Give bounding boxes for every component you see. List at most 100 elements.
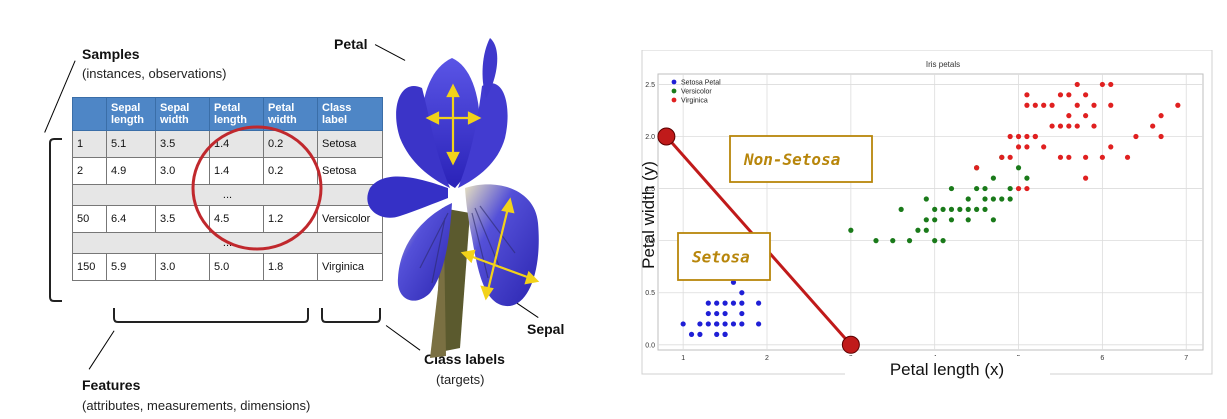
table-cell: 1.4 <box>209 157 264 185</box>
data-point <box>1150 123 1156 129</box>
table-row: 1 5.1 3.5 1.4 0.2 Setosa <box>72 130 383 158</box>
data-point <box>722 300 728 306</box>
data-point <box>1099 81 1105 88</box>
data-point <box>990 175 996 181</box>
data-point <box>1007 133 1013 140</box>
data-point <box>932 206 938 212</box>
data-point <box>1024 102 1030 108</box>
table-header-row: Sepal length Sepal width Petal length Pe… <box>72 97 383 131</box>
class-labels-subtitle: (targets) <box>436 372 485 387</box>
data-point <box>1108 81 1114 88</box>
data-point <box>1007 185 1013 192</box>
data-point <box>1049 123 1055 129</box>
data-point <box>965 217 971 223</box>
table-cell: 1 <box>72 130 107 158</box>
table-header-cell: Sepal length <box>106 97 156 131</box>
data-point <box>1158 113 1164 119</box>
data-point <box>1024 185 1030 192</box>
data-point <box>915 227 921 233</box>
data-point <box>873 238 879 244</box>
data-point <box>714 310 720 317</box>
data-point <box>1083 92 1089 98</box>
y-tick-label: 2.0 <box>645 134 655 141</box>
data-point <box>739 300 745 306</box>
x-tick-label: 2 <box>765 355 769 362</box>
data-point <box>932 217 938 223</box>
data-point <box>957 206 963 212</box>
region-label: Non-Setosa <box>743 150 840 169</box>
region-label-box <box>729 135 873 183</box>
y-axis-title: Petal width (y) <box>639 161 658 269</box>
plot-frame <box>657 73 1204 351</box>
samples-bracket <box>49 138 62 302</box>
data-point <box>1124 154 1131 160</box>
data-point <box>730 279 737 285</box>
data-point <box>1049 102 1055 108</box>
data-point <box>923 217 929 223</box>
data-point <box>932 238 938 244</box>
data-point <box>739 310 745 317</box>
data-point <box>1108 144 1114 150</box>
data-point <box>1041 144 1047 150</box>
data-point <box>1133 133 1139 140</box>
data-point <box>756 300 762 306</box>
boundary-endpoint <box>841 335 860 354</box>
table-cell: 5.0 <box>209 253 264 281</box>
legend-marker <box>671 79 677 85</box>
data-point <box>1057 123 1064 129</box>
data-point <box>722 331 728 337</box>
y-tick-label: 0.5 <box>645 290 655 297</box>
data-point <box>705 300 711 306</box>
table-cell: 1.4 <box>209 130 264 158</box>
table-cell: 3.0 <box>155 253 210 281</box>
data-point <box>1007 196 1013 202</box>
legend-label: Versicolor <box>681 89 712 96</box>
y-tick-label: 1.5 <box>645 186 655 193</box>
data-point <box>948 217 955 223</box>
data-point <box>722 321 728 327</box>
x-tick-label: 6 <box>1100 355 1104 362</box>
samples-title: Samples <box>82 46 140 62</box>
sepal-label: Sepal <box>527 321 565 337</box>
data-point <box>1066 92 1072 98</box>
chart-title: Iris petals <box>926 60 960 69</box>
y-tick-label: 2.5 <box>645 82 655 89</box>
data-point <box>714 331 720 337</box>
data-point <box>1175 102 1181 108</box>
table-cell: Setosa <box>317 130 383 158</box>
table-ellipsis: ... <box>72 184 383 206</box>
legend-label: Virginica <box>681 98 708 105</box>
data-point <box>923 227 929 233</box>
data-point <box>948 206 955 212</box>
data-point <box>688 331 695 337</box>
table-cell: 50 <box>72 205 107 233</box>
data-point <box>982 196 988 202</box>
y-tick-label: 0.0 <box>645 342 655 349</box>
table-cell: 1.8 <box>263 253 318 281</box>
data-point <box>722 310 728 317</box>
data-point <box>714 321 720 327</box>
data-point <box>1158 133 1164 140</box>
legend-marker <box>671 97 677 103</box>
data-point <box>1099 154 1105 160</box>
data-point <box>1091 123 1097 129</box>
x-tick-label: 1 <box>681 355 685 362</box>
features-title: Features <box>82 377 141 393</box>
table-cell: 4.5 <box>209 205 264 233</box>
x-axis-title: Petal length (x) <box>890 360 1004 379</box>
iris-petals-scatter-chart: Iris petals 12345670.00.51.01.52.02.5Set… <box>639 50 1213 380</box>
samples-subtitle: (instances, observations) <box>82 66 227 81</box>
data-point <box>1024 175 1030 181</box>
data-point <box>1066 123 1072 129</box>
data-point <box>680 321 686 327</box>
x-axis-title-bg <box>845 356 1050 380</box>
petal-columns-highlight-circle <box>191 125 323 251</box>
data-point <box>974 185 980 192</box>
data-point <box>1057 92 1064 98</box>
data-point <box>1083 113 1089 119</box>
data-point <box>974 165 980 171</box>
data-point <box>999 196 1005 202</box>
table-header-cell: Petal width <box>263 97 318 131</box>
x-tick-label: 7 <box>1184 355 1188 362</box>
